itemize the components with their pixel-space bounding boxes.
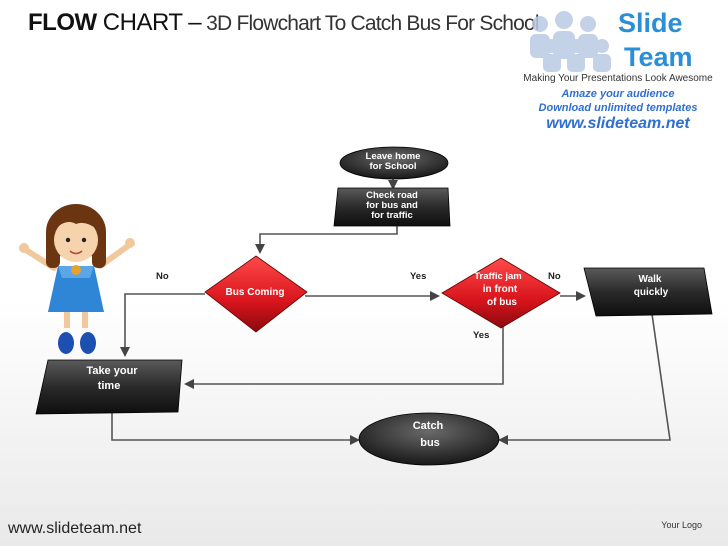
title-normal: CHART –: [96, 9, 202, 36]
footer-logo-placeholder: Your Logo: [661, 520, 702, 530]
label-yes-bottom: Yes: [473, 330, 489, 341]
node-catch-bus: Catch bus: [358, 412, 500, 466]
node-leave-home: Leave home for School: [339, 146, 449, 180]
brand-url[interactable]: www.slideteam.net: [546, 115, 690, 132]
brand-line-2: Download unlimited templates: [538, 102, 698, 114]
walk-line2: quickly: [634, 287, 669, 298]
connector-walk-to-catch: [498, 313, 671, 445]
walk-line1: Walk: [639, 274, 662, 285]
node-bus-coming: Bus Coming: [204, 255, 308, 333]
label-no-right: No: [548, 271, 561, 282]
slideteam-logo[interactable]: Slide Team Making Your Presentations Loo…: [518, 6, 718, 136]
connector-check-to-bus: [255, 224, 398, 254]
title-bold: FLOW: [28, 9, 97, 36]
connector-traffic-to-take: [184, 324, 504, 389]
node-take-time: Take your time: [35, 359, 183, 415]
girl-illustration: [19, 204, 135, 354]
page-title: FLOW CHART – 3D Flowchart To Catch Bus F…: [28, 9, 540, 37]
take-time-line2: time: [98, 380, 121, 392]
connector-take-to-catch: [111, 412, 360, 445]
take-time-line1: Take your: [86, 365, 138, 377]
traffic-jam-line1: Traffic jam: [474, 271, 522, 282]
brand-name-line2: Team: [624, 42, 693, 72]
check-road-line1: Check road: [366, 190, 418, 201]
catch-bus-line1: Catch: [413, 420, 444, 432]
brand-tagline: Making Your Presentations Look Awesome: [523, 73, 713, 84]
node-walk: Walk quickly: [583, 267, 713, 317]
traffic-jam-line3: of bus: [487, 297, 517, 308]
node-traffic-jam: Traffic jam in front of bus: [441, 257, 561, 329]
label-yes-middle: Yes: [410, 271, 426, 282]
title-subtitle: 3D Flowchart To Catch Bus For School: [201, 12, 539, 35]
node-check-road: Check road for bus and for traffic: [333, 187, 451, 227]
footer-url[interactable]: www.slideteam.net: [8, 520, 142, 537]
people-logo-icon: [530, 11, 611, 72]
leave-home-line2: for School: [370, 161, 417, 172]
leave-home-line1: Leave home: [366, 151, 421, 162]
bus-coming-label: Bus Coming: [226, 287, 285, 298]
traffic-jam-line2: in front: [483, 284, 518, 295]
connector-bus-to-take: [120, 293, 205, 357]
catch-bus-line2: bus: [420, 437, 440, 449]
check-road-line2: for bus and: [366, 200, 418, 211]
brand-name-line1: Slide: [618, 8, 683, 38]
label-no-left: No: [156, 271, 169, 282]
check-road-line3: for traffic: [371, 210, 413, 221]
brand-line-1: Amaze your audience: [561, 88, 675, 100]
